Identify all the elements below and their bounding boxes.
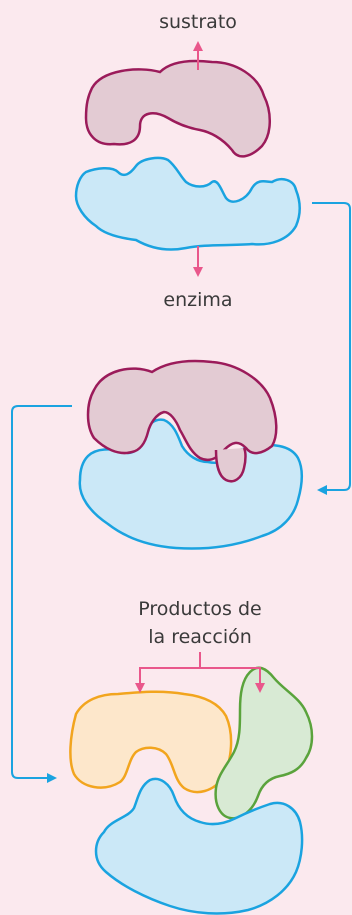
enzyme-shape (74, 156, 301, 251)
complex-substrate-tab (214, 447, 247, 483)
substrate-label: sustrato (159, 11, 237, 33)
product-enzyme-shape (94, 777, 304, 915)
products-label-line2: la reacción (148, 626, 252, 648)
flow-arrow-stage1-to-stage2 (312, 202, 351, 495)
product-orange-shape (69, 690, 233, 794)
enzyme-label: enzima (163, 289, 233, 311)
substrate-shape (84, 59, 271, 158)
products-label-line1: Productos de (138, 598, 262, 620)
complex-substrate-shape (86, 359, 278, 462)
product-green-shape (214, 666, 314, 820)
flow-arrow-stage2-to-stage3 (11, 405, 72, 783)
